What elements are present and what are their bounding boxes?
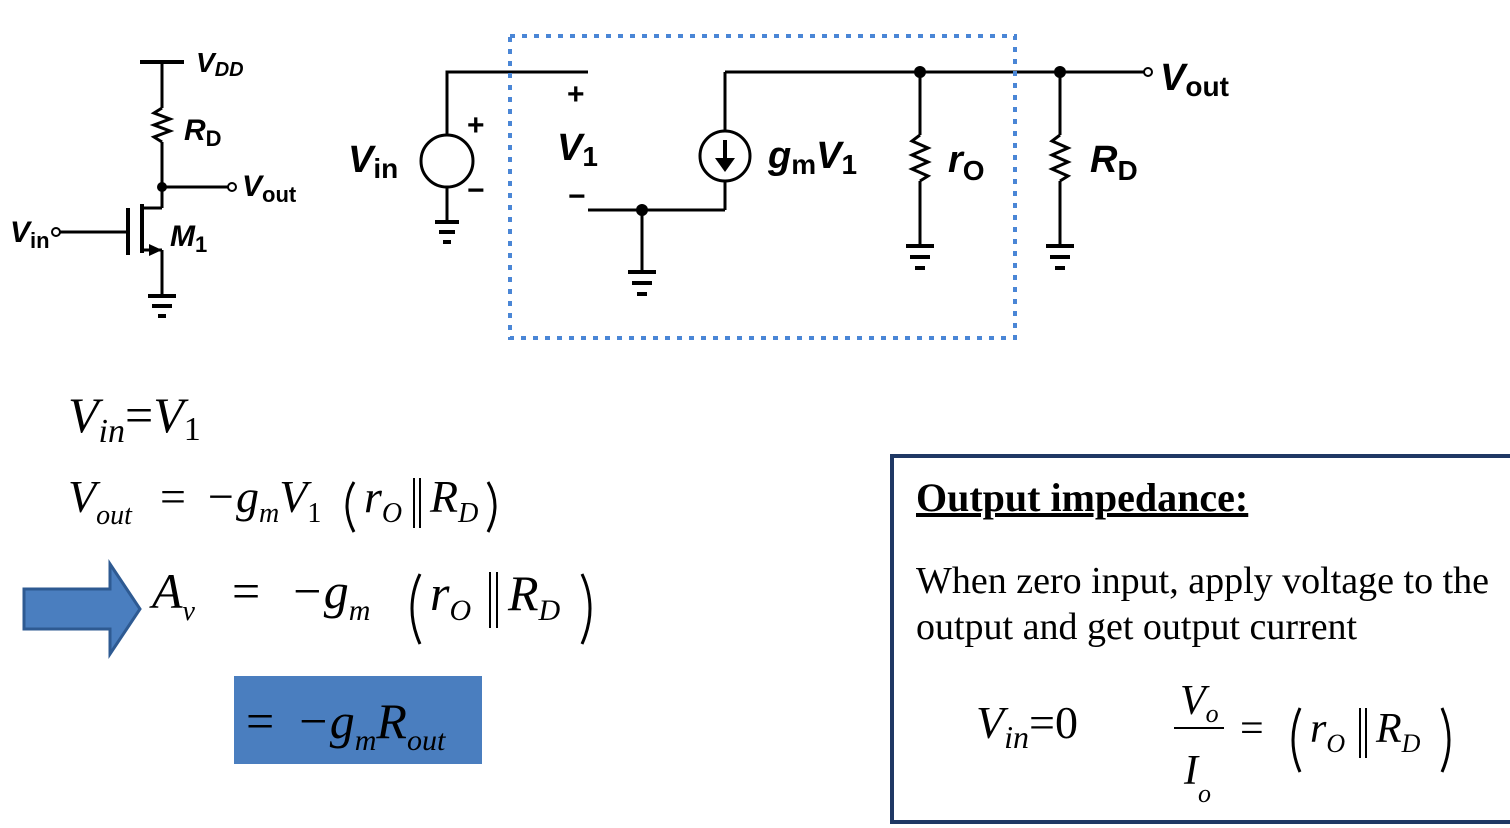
eq-zo-rparen [1440,707,1451,773]
eq-zo-lparen [1291,707,1302,773]
vin-ss-label: Vin [348,139,398,184]
eq-vout-rd: RD [429,471,478,529]
vin-minus-sign: − [467,174,485,207]
eq-vout-rparen [486,481,497,533]
eq-av-equals: = [232,563,260,619]
output-impedance-title: Output impedance: [916,475,1249,520]
common-source-schematic [60,60,228,318]
v1-minus-sign: − [568,180,586,213]
vout-label: Vout [242,170,297,207]
eq-rout-highlight: = −gmRout [234,676,482,764]
vout-ss-label: Vout [1160,57,1229,102]
eq-av-ro: rO [430,565,471,627]
eq-av-gm: −gm [290,563,370,627]
eq-rout-rhs: −gmRout [296,693,446,757]
small-signal-wires [435,70,1144,296]
eq-zo-ro: rO [1310,706,1345,758]
eq-vout-lhs: Vout [68,471,133,531]
eq-vin-v1: Vin=V1 [68,387,201,450]
eq-zo-equals: = [1240,706,1264,752]
highlight-box [234,676,482,764]
output-impedance-equation: Vin=0 Vo Io = rO RD [976,678,1451,808]
ro-node-dot [914,66,926,78]
m1-label: M1 [170,220,207,257]
eq-vout-equals: = [160,471,186,522]
vin-plus-sign: + [467,109,485,142]
vout-ss-terminal-icon [1143,67,1153,77]
eq-vout-ro: rO [364,471,402,529]
output-impedance-box: Output impedance: When zero input, apply… [890,454,1510,824]
eq-av-rparen [580,573,592,645]
v1-plus-sign: + [567,78,585,111]
result-arrow-icon [22,559,142,659]
eq-av-lhs: Av [149,563,196,627]
vout-terminal-icon [227,182,237,192]
eq-av-lparen [410,573,422,645]
vdd-label: VDD [196,47,244,81]
diagram-canvas: VDD RD Vout Vin M1 Vin [10,34,1229,764]
eq-zo-rd: RD [1375,706,1421,758]
v1-label: V1 [557,127,598,172]
vin-label: Vin [10,216,50,253]
eq-vout-rhs: −gmV1 [205,471,321,529]
eq-av-rd: RD [507,565,561,627]
output-impedance-text: When zero input, apply voltage to the ou… [916,560,1489,648]
vin-source-icon [419,133,475,189]
ro-label: rO [948,139,985,186]
rd-ss-label: RD [1090,139,1138,186]
vout-node-dot [157,182,167,192]
eq-vout-lparen [345,481,356,533]
eq-io-denominator: Io [1183,748,1211,808]
rd-label: RD [184,114,222,151]
eq-av: Av = −gm rO RD [22,559,592,659]
eq-rout-equals: = [246,693,274,749]
eq-vin-zero: Vin=0 [976,697,1078,755]
gmv1-label: gmV1 [767,135,857,180]
transistor-model-box [508,34,1017,340]
current-arrow-icon [715,158,735,172]
ground-node-dot [636,204,648,216]
m1-source-arrow [149,244,162,256]
eq-vo-numerator: Vo [1180,678,1219,728]
eq-vout: Vout = −gmV1 rO RD [68,471,497,533]
vin-terminal-icon [51,227,61,237]
rd-node-dot [1054,66,1066,78]
